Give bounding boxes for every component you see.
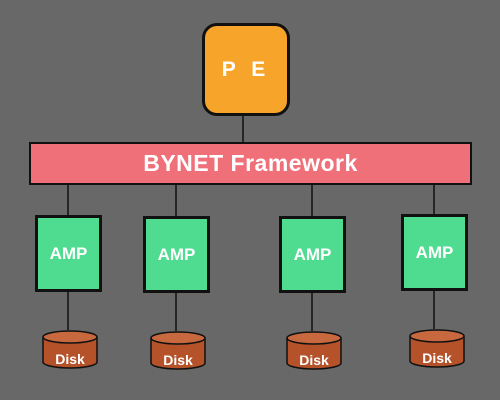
amp-label-2: AMP [157,244,196,264]
pe-label: P E [221,57,271,81]
disk-3: Disk [285,330,343,370]
pe-node: P E [202,23,290,116]
disk-4: Disk [408,328,466,368]
amp-label-1: AMP [49,243,88,263]
bynet-framework-bar: BYNET Framework [29,142,472,185]
disk-label-4: Disk [422,350,452,366]
amp-node-1: AMP [35,215,102,292]
disk-label-1: Disk [55,351,85,367]
disk-cylinder-icon [286,331,342,370]
amp-node-3: AMP [279,216,346,293]
disk-cylinder-icon [409,329,465,368]
amp-label-4: AMP [415,242,454,262]
bynet-label: BYNET Framework [143,150,358,176]
disk-cylinder-icon [42,330,98,369]
amp-label-3: AMP [293,244,332,264]
disk-cylinder-icon [150,331,206,370]
amp-node-4: AMP [401,214,468,291]
disk-1: Disk [41,329,99,369]
disk-2: Disk [149,330,207,370]
disk-label-2: Disk [163,352,193,368]
disk-label-3: Disk [299,352,329,368]
amp-node-2: AMP [143,216,210,293]
